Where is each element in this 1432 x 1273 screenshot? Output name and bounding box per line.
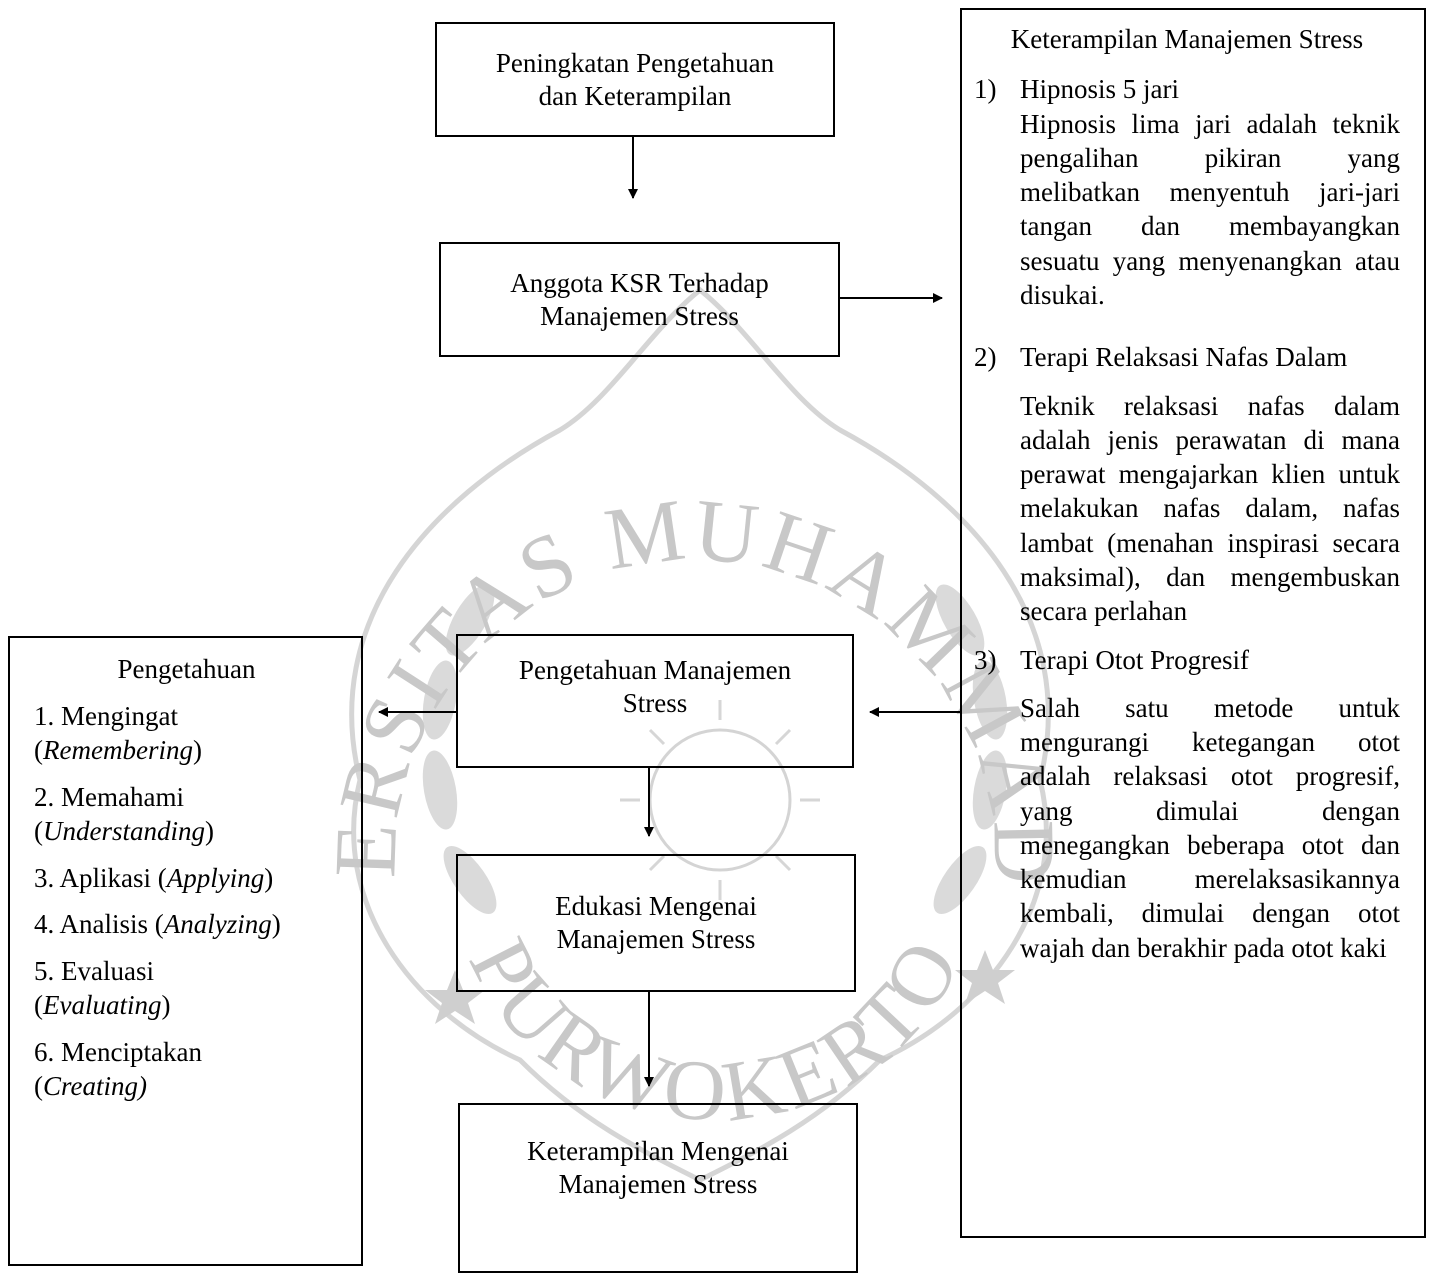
box-keterampilan-list: Keterampilan Manajemen Stress 1) Hipnosi… [960,8,1426,1238]
box-edukasi-line1: Edukasi Mengenai [555,891,757,922]
box-pengetahuan-line1: Pengetahuan Manajemen [518,655,792,685]
list-item-number: 2) [974,342,997,373]
box-keterampilan-mengenai: Keterampilan Mengenai Manajemen Stress [458,1103,858,1273]
list-item-heading: Hipnosis 5 jari [1020,74,1179,105]
list-item-heading: Terapi Relaksasi Nafas Dalam [1020,342,1348,373]
list-item-number: 1) [974,74,997,105]
box-peningkatan-pengetahuan: Peningkatan Pengetahuan dan Keterampilan [435,22,835,137]
list-item: 5. Evaluasi (Evaluating) [34,955,171,1021]
list-item-description: Teknik relaksasi nafas dalam adalah jeni… [1020,390,1400,627]
box-peningkatan-line2: dan Keterampilan [538,80,732,111]
list-item-number: 3) [974,644,997,675]
list-item: 1. Mengingat (Remembering) [34,700,202,766]
box-pengetahuan-manajemen: Pengetahuan Manajemen Stress [456,634,854,768]
list-item: 4. Analisis (Analyzing) [34,909,281,940]
list-item: 2. Memahami (Understanding) [34,781,214,847]
list-item: 2) Terapi Relaksasi Nafas Dalam Teknik r… [974,340,1400,628]
list-item: 1) Hipnosis 5 jari Hipnosis lima jari ad… [974,72,1400,312]
list-item: 6. Menciptakan (Creating) [34,1036,202,1102]
box-edukasi: Edukasi Mengenai Manajemen Stress [456,854,856,992]
box-pengetahuan-list: Pengetahuan 1. Mengingat (Remembering) 2… [8,636,363,1266]
list-item-heading: Terapi Otot Progresif [1020,644,1250,675]
box-edukasi-line2: Manajemen Stress [556,924,756,954]
box-anggota-ksr: Anggota KSR Terhadap Manajemen Stress [439,242,840,357]
box-ksr-line1: Anggota KSR Terhadap [510,267,769,298]
box-ksr-line2: Manajemen Stress [540,300,739,331]
list-item-description: Salah satu metode untuk mengurangi keteg… [1020,692,1400,963]
box-pengetahuan-line2: Stress [622,687,688,718]
box-peningkatan-line1: Peningkatan Pengetahuan [495,47,775,78]
box-keterampilan-line1: Keterampilan Mengenai [527,1136,789,1166]
list-item: 3) Terapi Otot Progresif Salah satu meto… [974,643,1400,966]
box-keterampilan-line2: Manajemen Stress [558,1168,758,1199]
list-item: 3. Aplikasi (Applying) [34,862,274,893]
list-item-description: Hipnosis lima jari adalah teknik pengali… [1020,108,1400,310]
pengetahuan-title: Pengetahuan [117,654,256,684]
keterampilan-title: Keterampilan Manajemen Stress [1010,24,1364,54]
